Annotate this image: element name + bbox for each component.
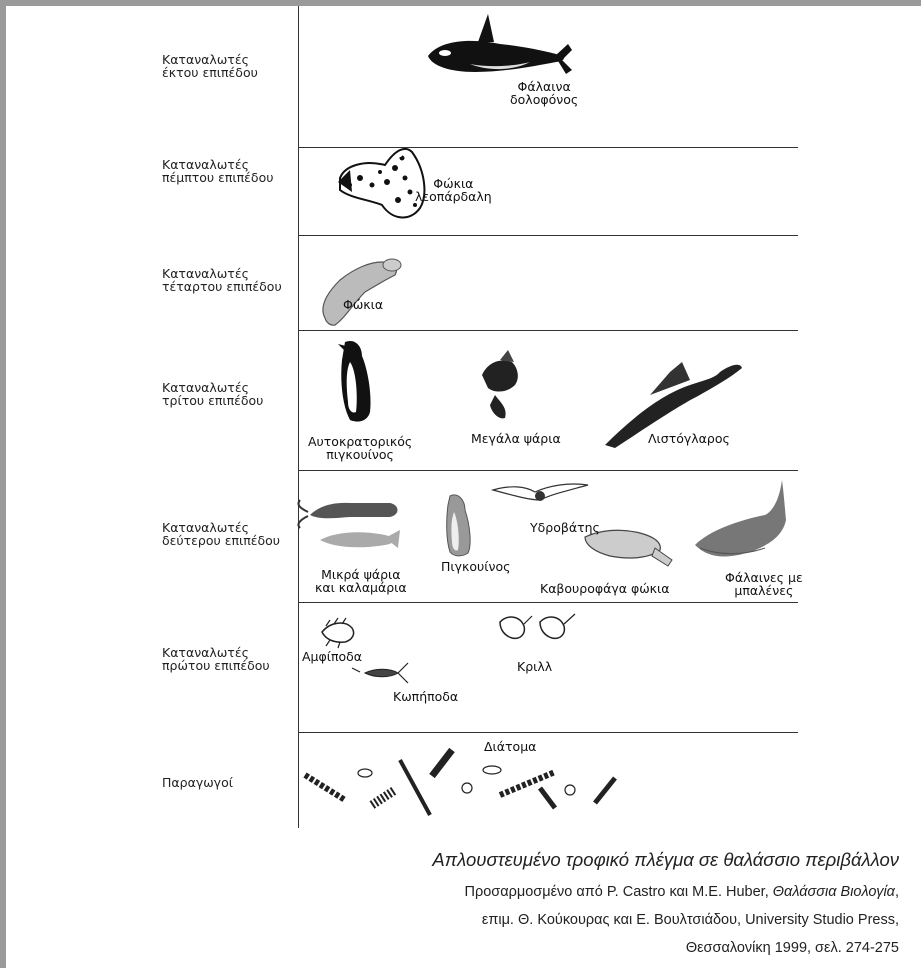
seal-icon xyxy=(323,259,401,325)
diatoms-label: Διάτομα xyxy=(484,740,536,753)
amphipods-label: Αμφίποδα xyxy=(302,650,362,663)
penguin-icon xyxy=(447,495,470,556)
large-fish-label: Μεγάλα ψάρια xyxy=(471,432,561,445)
emperor-penguin-icon xyxy=(338,341,371,422)
krill-label: Κριλλ xyxy=(517,660,552,673)
seabird-icon xyxy=(493,484,588,501)
copepods-label: Κωπήποδα xyxy=(393,690,458,703)
diatom-icon xyxy=(305,750,615,815)
crabeater-seal-label: Καβουροφάγα φώκια xyxy=(540,582,670,595)
small-fish-icon xyxy=(320,530,400,548)
squid-icon xyxy=(298,500,397,528)
killer-whale-icon xyxy=(428,14,572,74)
penguin-label: Πιγκουίνος xyxy=(441,560,510,573)
amphipod-icon xyxy=(322,618,354,648)
baleen-whale-icon xyxy=(695,480,786,556)
crabeater-seal-icon xyxy=(585,530,672,566)
seal-label: Φώκια xyxy=(343,298,383,311)
seabird-label: Υδροβάτης xyxy=(530,521,600,534)
figure-source-publication: Θεσσαλονίκη 1999, σελ. 274-275 xyxy=(686,940,899,956)
figure-caption-title: Απλουστευμένο τροφικό πλέγμα σε θαλάσσιο… xyxy=(432,849,899,871)
albatross-label: Λιστόγλαρος xyxy=(648,432,730,445)
large-fish-icon xyxy=(482,350,518,418)
figure-source-editors: επιμ. Θ. Κούκουρας και Ε. Βουλτσιάδου, U… xyxy=(482,912,899,928)
krill-icon xyxy=(500,614,575,638)
copepod-icon xyxy=(352,663,408,683)
leopard-seal-icon xyxy=(338,149,424,218)
figure-source-line: Προσαρμοσμένο από P. Castro και M.E. Hub… xyxy=(465,884,900,900)
